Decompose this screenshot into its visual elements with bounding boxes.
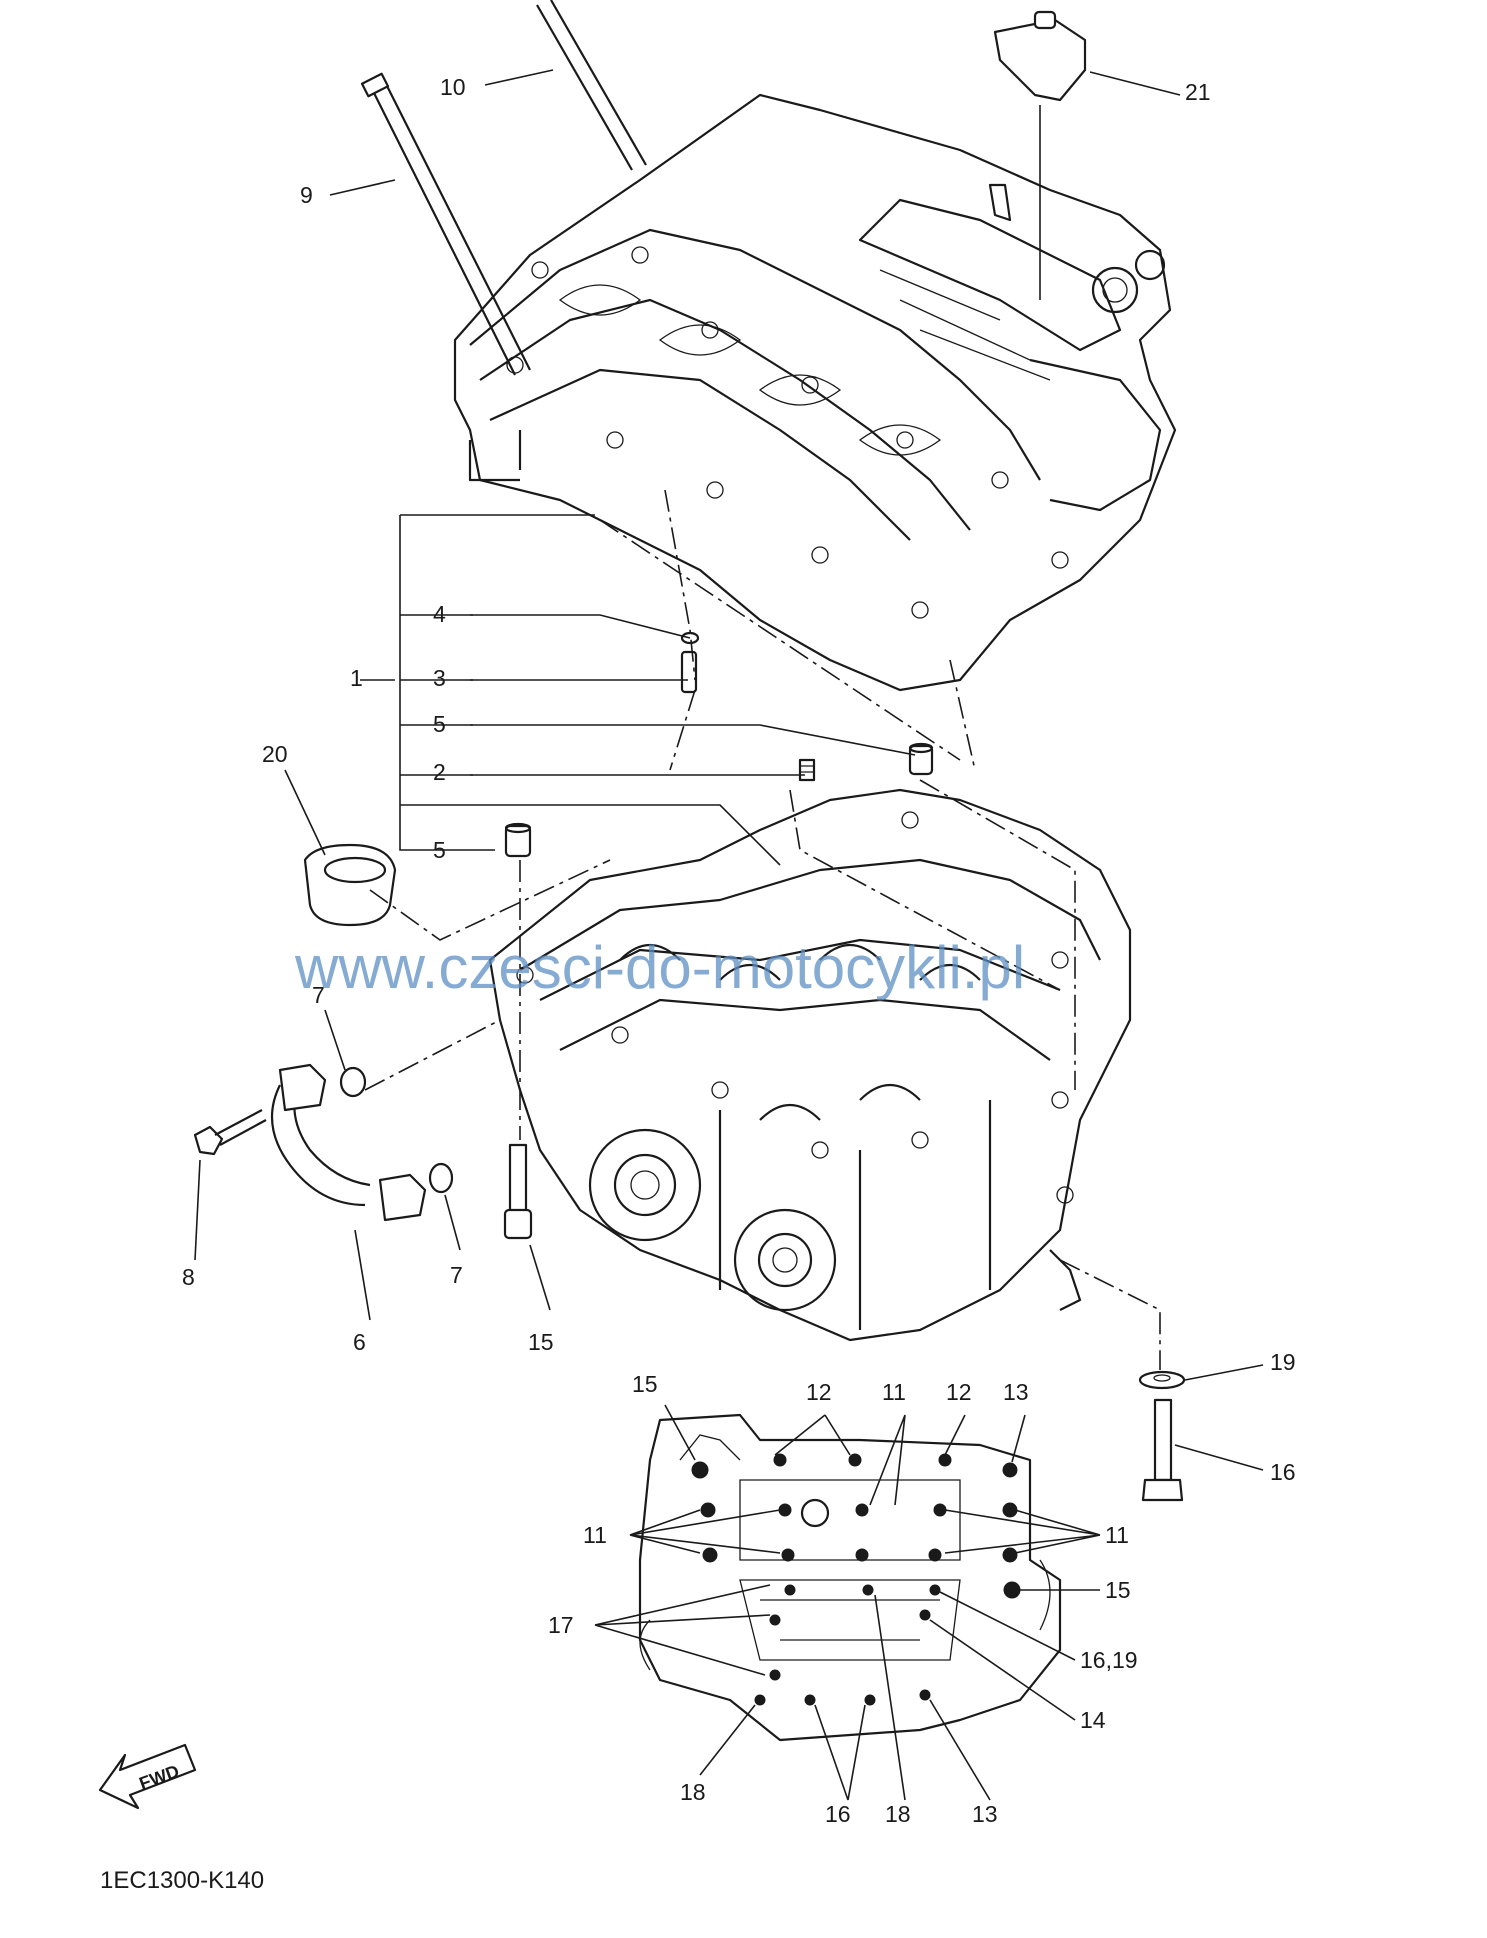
detail-callout-18-right: 18 [885,1801,911,1827]
callout-4: 4 [433,601,446,627]
callout-6: 6 [353,1329,366,1355]
part-3-pipe [680,650,698,694]
bolt-pattern-view [638,1413,1062,1742]
upper-crankcase [453,93,1177,692]
part-16-bolt [1141,1398,1184,1502]
detail-callout-11-left: 11 [583,1522,607,1548]
part-5-dowel-upper [908,742,934,776]
watermark-text: www.czesci-do-motocykli.pl [294,934,1025,1001]
leader-lines [194,69,1264,1801]
part-5-dowel-lower [504,822,532,858]
detail-callout-14: 14 [1080,1707,1106,1733]
diagram-code: 1EC1300-K140 [100,1867,264,1894]
callout-20: 20 [262,741,288,767]
callout-10: 10 [440,74,466,100]
callout-8: 8 [182,1264,195,1290]
callout-9: 9 [300,182,313,208]
callout-15: 15 [528,1329,554,1355]
callout-16: 16 [1270,1459,1296,1485]
callout-7-lower: 7 [450,1262,463,1288]
detail-callout-17: 17 [548,1612,574,1638]
callout-5-upper: 5 [433,711,446,737]
part-2-plug [798,758,816,782]
part-20-plug [303,843,397,927]
detail-callout-11-top: 11 [882,1379,906,1405]
callout-3: 3 [433,665,446,691]
detail-callout-16-bottom: 16 [825,1801,851,1827]
callout-21: 21 [1185,79,1211,105]
stud-bolt-10 [536,0,647,171]
detail-callout-13-bottom: 13 [972,1801,998,1827]
lower-crankcase [488,788,1132,1342]
callout-7-upper: 7 [312,982,325,1008]
detail-callout-12-right: 12 [946,1379,972,1405]
part-7-oring-lower [428,1162,454,1194]
detail-callout-15-top: 15 [632,1371,658,1397]
part-21-cover [993,10,1087,102]
detail-callout-11-right: 11 [1105,1522,1129,1548]
part-8-bolt [193,1109,267,1156]
detail-callout-12-left: 12 [806,1379,832,1405]
part-19-washer [1138,1370,1186,1390]
part-6-oil-pipe [270,1063,427,1222]
detail-callout-18-left: 18 [680,1779,706,1805]
fwd-arrow-icon: FWD [98,1743,197,1810]
alignment-lines [364,489,1161,1370]
part-15-bolt [503,1143,533,1240]
callout-5-lower: 5 [433,837,446,863]
callout-19: 19 [1270,1349,1296,1375]
detail-callout-15-right: 15 [1105,1577,1131,1603]
stud-bolt-9 [360,72,531,376]
detail-callout-16-19: 16,19 [1080,1647,1138,1673]
detail-callout-13-top: 13 [1003,1379,1029,1405]
callout-labels: 9 10 21 4 1 3 5 2 20 5 7 8 6 7 15 19 16 … [182,74,1296,1827]
callout-2: 2 [433,759,446,785]
callout-1: 1 [350,665,363,691]
part-7-oring-upper [339,1066,367,1098]
